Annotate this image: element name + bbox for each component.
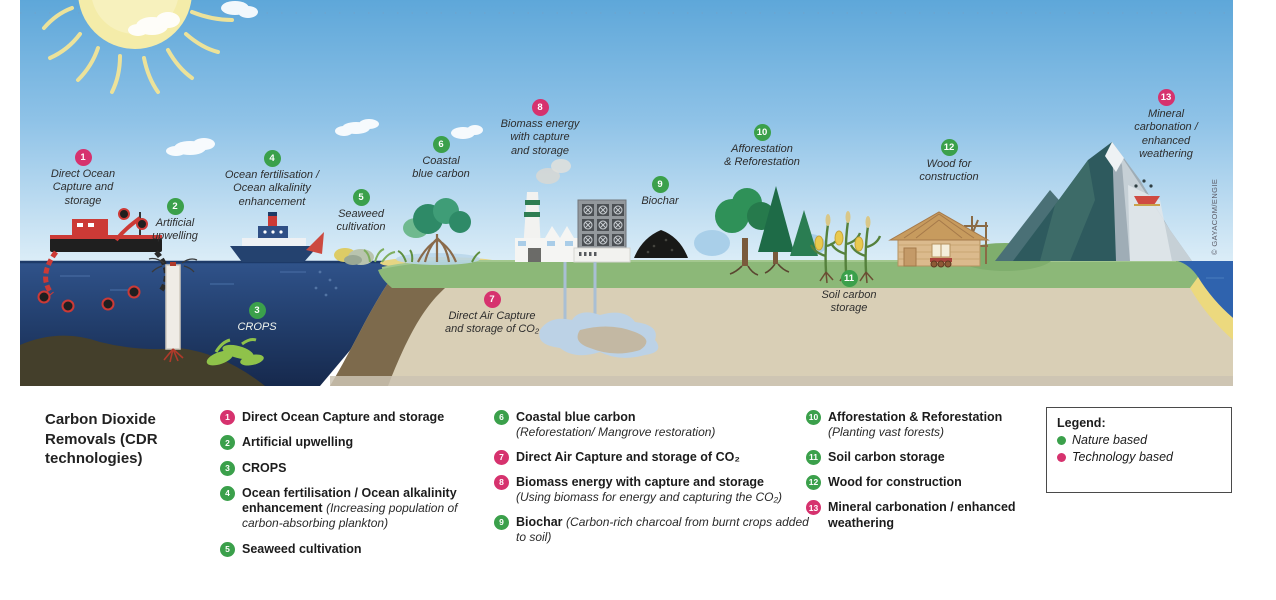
scene-marker-4: 4 Ocean fertilisation / Ocean alkalinity… — [212, 148, 332, 209]
biochar-pile — [634, 230, 688, 258]
copyright-credit: © GAYACOM/ENGIE — [1210, 178, 1219, 255]
list-item: 1 Direct Ocean Capture and storage — [220, 410, 475, 425]
legend-title: Legend: — [1057, 416, 1106, 430]
scene-marker-3: 3 CROPS — [197, 300, 317, 334]
item-number: 12 — [806, 475, 821, 491]
seafloor — [20, 335, 265, 386]
item-number: 11 — [806, 449, 821, 465]
corn-crops — [809, 211, 882, 284]
scene-marker-label: CROPS — [237, 321, 277, 334]
wooden-house — [888, 211, 990, 268]
scene-marker-6: 6 Coastal blue carbon — [381, 134, 501, 182]
marker-number: 7 — [483, 291, 501, 309]
marker-number: 4 — [263, 150, 281, 168]
upwelling-pipe — [148, 257, 198, 363]
scene-marker-8: 8 Biomass energy with capture and storag… — [480, 97, 600, 158]
item-number: 6 — [494, 410, 509, 425]
item-number: 8 — [494, 475, 509, 491]
scene-marker-2: 2 Artificial upwelling — [115, 196, 235, 244]
scene-artwork — [20, 0, 1233, 386]
key-column-2: 6 Coastal blue carbon (Reforestation/ Ma… — [494, 410, 812, 556]
legend-row-technology: Technology based — [1057, 450, 1221, 464]
scene-marker-label: Biochar — [641, 195, 679, 208]
item-number: 13 — [806, 500, 821, 516]
scene-marker-9: 9 Biochar — [600, 174, 720, 208]
scene-marker-7: 7 Direct Air Capture and storage of CO₂ — [432, 289, 552, 337]
page-title: Carbon Dioxide Removals (CDR technologie… — [45, 411, 158, 467]
list-item: 8 Biomass energy with capture and storag… — [494, 475, 812, 505]
marker-number: 8 — [531, 99, 549, 117]
forest — [694, 186, 826, 276]
scene-marker-label: Direct Air Capture and storage of CO₂ — [444, 310, 540, 336]
technology-dot-icon — [1057, 452, 1066, 462]
scene-marker-12: 12 Wood for construction — [889, 137, 1009, 185]
land — [330, 261, 1233, 386]
nature-dot-icon — [1057, 435, 1066, 445]
co2-storage — [539, 262, 659, 358]
scene-marker-label: Wood for construction — [919, 158, 979, 184]
item-number: 9 — [494, 515, 509, 530]
ocean-capture-ship — [37, 208, 169, 313]
scene-marker-1: 1 Direct Ocean Capture and storage — [23, 147, 143, 208]
mangrove-tree — [396, 198, 481, 265]
marker-number: 12 — [940, 139, 958, 157]
list-item: 12 Wood for construction — [806, 475, 1048, 491]
scene-marker-label: Direct Ocean Capture and storage — [50, 168, 116, 207]
list-item: 7 Direct Air Capture and storage of CO₂ — [494, 449, 812, 465]
dispersal-dots — [314, 270, 338, 297]
list-item: 2 Artificial upwelling — [220, 435, 475, 451]
list-item: 9 Biochar (Carbon-rich charcoal from bur… — [494, 515, 812, 546]
marker-number: 3 — [248, 302, 266, 320]
stranded-boat-icon — [1134, 179, 1160, 206]
key-column-1: 1 Direct Ocean Capture and storage 2 Art… — [220, 410, 475, 567]
key-column-3: 10 Afforestation & Reforestation (Planti… — [806, 410, 1048, 541]
scene-marker-label: Biomass energy with capture and storage — [500, 118, 580, 157]
scene-marker-label: Seaweed cultivation — [336, 208, 386, 234]
marker-number: 9 — [651, 176, 669, 194]
scene-marker-5: 5 Seaweed cultivation — [301, 187, 421, 235]
biomass-plant — [515, 159, 580, 262]
mountain — [957, 142, 1192, 271]
marker-number: 11 — [840, 270, 858, 288]
legend-row-nature: Nature based — [1057, 433, 1221, 447]
fertilisation-ship — [230, 212, 324, 262]
list-item: 11 Soil carbon storage — [806, 449, 1048, 465]
scene-marker-10: 10 Afforestation & Reforestation — [702, 122, 822, 170]
scene-marker-label: Coastal blue carbon — [412, 155, 470, 181]
scene-marker-label: Mineral carbonation / enhanced weatherin… — [1134, 108, 1198, 160]
dac-fan-unit — [573, 199, 631, 263]
scene-marker-13: 13 Mineral carbonation / enhanced weathe… — [1106, 87, 1226, 161]
legend-box: Legend: Nature based Technology based — [1046, 407, 1232, 493]
marker-number: 10 — [753, 124, 771, 142]
marker-number: 5 — [352, 189, 370, 207]
clouds — [128, 1, 483, 156]
seaweed-cultivation — [334, 248, 396, 265]
item-number: 1 — [220, 410, 235, 425]
item-number: 10 — [806, 410, 821, 425]
scene-marker-label: Soil carbon storage — [821, 289, 877, 315]
marker-number: 13 — [1157, 89, 1175, 107]
right-sea — [1178, 261, 1233, 340]
item-number: 2 — [220, 435, 235, 451]
list-item: 3 CROPS — [220, 460, 475, 476]
item-number: 5 — [220, 541, 235, 557]
scene-marker-label: Artificial upwelling — [152, 217, 198, 243]
list-item: 6 Coastal blue carbon (Reforestation/ Ma… — [494, 410, 812, 440]
list-item: 4 Ocean fertilisation / Ocean alkalinity… — [220, 485, 475, 532]
crops-seaweed — [206, 338, 264, 366]
list-item: 13 Mineral carbonation / enhanced weathe… — [806, 500, 1048, 531]
scene-marker-label: Afforestation & Reforestation — [724, 143, 800, 169]
item-number: 3 — [220, 460, 235, 476]
list-item: 5 Seaweed cultivation — [220, 541, 475, 557]
list-item: 10 Afforestation & Reforestation (Planti… — [806, 410, 1048, 440]
scene-marker-11: 11 Soil carbon storage — [789, 268, 909, 316]
marker-number: 6 — [432, 136, 450, 154]
scene-marker-label: Ocean fertilisation / Ocean alkalinity e… — [224, 169, 320, 208]
item-number: 7 — [494, 449, 509, 465]
illustration-scene: 1 Direct Ocean Capture and storage 2 Art… — [20, 0, 1233, 386]
item-number: 4 — [220, 485, 235, 501]
marker-number: 1 — [74, 149, 92, 167]
marker-number: 2 — [166, 198, 184, 216]
